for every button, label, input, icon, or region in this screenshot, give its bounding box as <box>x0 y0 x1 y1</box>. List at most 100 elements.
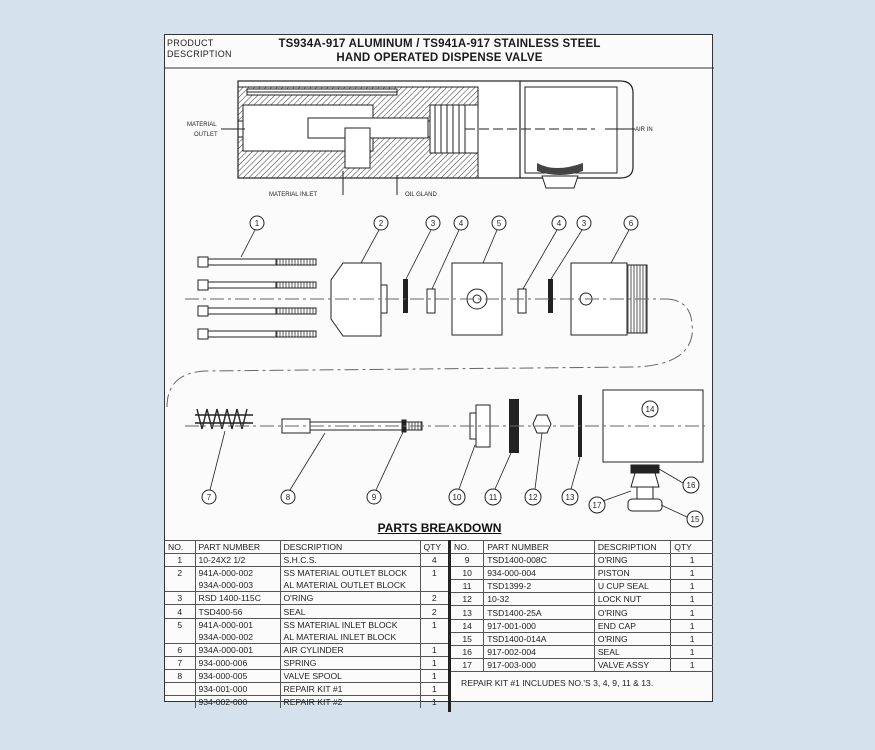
cell-qty: 1 <box>670 579 713 593</box>
callout-number: 7 <box>207 493 212 502</box>
callout-balloon <box>491 215 507 231</box>
cell-description: S.H.C.S. <box>279 553 420 567</box>
cell-description: END CAP <box>593 618 671 633</box>
cell-qty: 1 <box>670 631 713 646</box>
cell-part-number: 934-000-004 <box>483 566 595 580</box>
cell-no: 10 <box>449 566 484 580</box>
callout-balloon <box>249 215 265 231</box>
cell-part-number: TSD400-56 <box>194 604 280 619</box>
cell-no: 15 <box>449 631 484 646</box>
section-view <box>221 80 635 195</box>
parts-breakdown-title: PARTS BREAKDOWN <box>377 521 502 535</box>
cell-description: SEAL <box>279 604 420 619</box>
oil-gland-label: OIL GLAND <box>405 192 437 198</box>
callout-number: 6 <box>629 219 634 228</box>
cell-description: AL MATERIAL INLET BLOCK <box>279 630 420 644</box>
callout-number: 3 <box>582 219 587 228</box>
cell-qty: 1 <box>670 592 713 606</box>
cell-description: VALVE ASSY <box>593 657 671 672</box>
callout-number: 3 <box>431 219 436 228</box>
cell-no <box>165 695 195 709</box>
callout-number: 4 <box>459 219 464 228</box>
cell-qty: 1 <box>419 695 448 709</box>
callout-number: 13 <box>566 493 575 502</box>
cell-part-number: TSD1400-008C <box>483 553 595 567</box>
repair-kit-note: REPAIR KIT #1 INCLUDES NO.'S 3, 4, 9, 11… <box>449 670 713 712</box>
callout-balloon <box>588 496 606 514</box>
seal-part-4 <box>426 288 436 314</box>
cell-part-number: 10-32 <box>483 592 595 606</box>
cell-no: 11 <box>449 579 484 593</box>
cell-qty: 2 <box>419 591 448 605</box>
cell-description: O'RING <box>593 553 671 567</box>
cell-no: 17 <box>449 657 484 672</box>
cell-qty: 1 <box>670 657 713 672</box>
callout-number: 4 <box>557 219 562 228</box>
product-subtitle: HAND OPERATED DISPENSE VALVE <box>336 52 543 64</box>
product-label-line2: DESCRIPTION <box>167 49 232 59</box>
cell-no: 7 <box>165 655 195 670</box>
callout-balloon <box>373 215 389 231</box>
cell-part-number: 917-001-000 <box>483 618 595 633</box>
cell-qty: 1 <box>670 553 713 567</box>
callout-number: 8 <box>286 493 291 502</box>
callout-balloon <box>484 488 502 506</box>
seal-part-4b <box>517 288 527 314</box>
cell-no: 1 <box>165 553 195 567</box>
cell-description: REPAIR KIT #2 <box>279 695 420 709</box>
material-outlet-label-2: OUTLET <box>194 132 218 138</box>
cell-description: SS MATERIAL INLET BLOCK <box>279 617 420 631</box>
callout-number: 17 <box>593 501 602 510</box>
spring-part-7 <box>195 408 253 430</box>
product-label-line1: PRODUCT <box>167 38 214 48</box>
callout-number: 14 <box>646 405 655 414</box>
cell-description: SPRING <box>279 655 420 670</box>
cell-no: 6 <box>165 642 195 657</box>
callout-balloon <box>453 215 469 231</box>
cell-no <box>165 682 195 696</box>
callout-number: 10 <box>453 493 462 502</box>
cell-qty: 1 <box>419 682 448 696</box>
cell-no: 5 <box>165 617 195 631</box>
callout-balloon <box>551 215 567 231</box>
col-header-description: DESCRIPTION <box>279 539 420 554</box>
callout-number: 9 <box>372 493 377 502</box>
cell-qty: 1 <box>670 618 713 633</box>
cell-no <box>165 579 195 592</box>
cell-part-number: TSD1400-014A <box>483 631 595 646</box>
lock-nut-part-12 <box>532 414 552 434</box>
callout-balloon <box>576 215 592 231</box>
callout-balloon <box>366 489 382 505</box>
cell-part-number: 934-000-006 <box>194 655 280 670</box>
product-description-label: PRODUCT DESCRIPTION <box>167 38 232 60</box>
col-header-part-number: PART NUMBER <box>483 539 595 554</box>
cell-no: 8 <box>165 668 195 683</box>
cell-part-number: 934-001-000 <box>194 682 280 696</box>
callout-number: 2 <box>379 219 384 228</box>
callout-balloon <box>524 488 542 506</box>
callout-number: 15 <box>691 515 700 524</box>
valve-assy-part-17 <box>627 464 663 512</box>
cell-part-number: TSD1400-25A <box>483 605 595 620</box>
cell-qty: 2 <box>419 604 448 619</box>
col-header-part-number: PART NUMBER <box>194 539 280 554</box>
cell-qty: 1 <box>670 566 713 580</box>
cell-description: VALVE SPOOL <box>279 668 420 683</box>
cell-part-number: TSD1399-2 <box>483 579 595 593</box>
cell-description: SEAL <box>593 644 671 659</box>
cell-part-number: RSD 1400-115C <box>194 591 280 605</box>
